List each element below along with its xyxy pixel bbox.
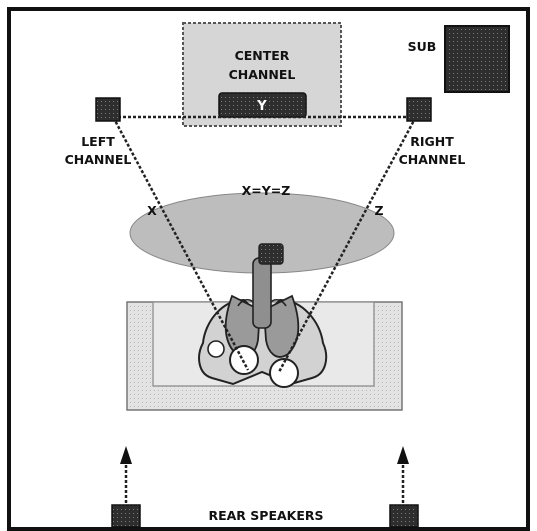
left-distance-x-label: X [147,203,157,218]
left-channel-label-line2: CHANNEL [65,152,132,167]
left-channel-label-line1: LEFT [81,134,115,149]
left-channel-speaker [95,97,121,122]
left-distance-line [109,112,250,371]
right-distance-z-label: Z [374,203,383,218]
rear-right-speaker [389,504,419,528]
center-channel-label-line2: CHANNEL [229,67,296,82]
center-distance-y-label: Y [256,99,267,114]
right-channel-label-line1: RIGHT [410,134,454,149]
rear-left-speaker [111,504,141,528]
right-channel-speaker [406,97,432,122]
rear-right-arrow [397,446,409,503]
center-channel-label-line1: CENTER [235,48,290,63]
center-speaker [218,92,307,118]
rear-left-arrow [120,446,132,503]
sub-label: SUB [408,39,437,54]
right-channel-label-line2: CHANNEL [399,152,466,167]
subwoofer-speaker [444,25,510,93]
right-distance-line [277,112,420,373]
equal-distance-equation: X=Y=Z [242,183,291,198]
rear-speakers-label: REAR SPEAKERS [208,508,323,523]
listener-figure [198,243,328,388]
